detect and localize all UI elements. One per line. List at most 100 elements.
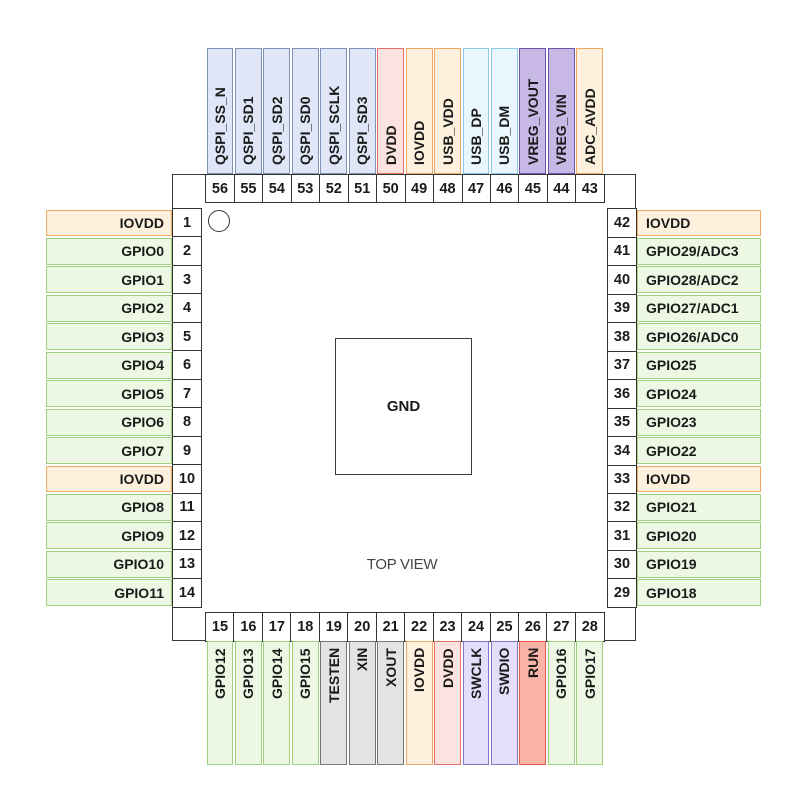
pin-number: 23 [432, 612, 463, 642]
pin-label: QSPI_SD0 [291, 48, 319, 174]
pin-number-text: 28 [581, 619, 598, 635]
pin-number: 52 [318, 174, 349, 203]
pin-number-text: 6 [182, 357, 192, 374]
pin-label: USB_VDD [434, 48, 462, 174]
pin-number-text: 25 [496, 619, 513, 635]
pin-number-text: 12 [178, 527, 196, 544]
pin-label-text: GPIO1 [121, 271, 164, 288]
pin-number-text: 44 [553, 180, 570, 197]
pin-label-text: GPIO11 [114, 584, 164, 601]
pin-number: 18 [290, 612, 321, 642]
pin-number: 38 [607, 321, 637, 352]
pin-label: GPIO6 [46, 408, 172, 436]
pin-label: GPIO5 [46, 380, 172, 408]
pin-label: SWCLK [462, 641, 490, 765]
pin-number: 48 [432, 174, 463, 203]
pin-label: GPIO16 [547, 641, 575, 765]
pin-label: GPIO26/ADC0 [637, 323, 761, 351]
pin-label-text: GPIO17 [581, 648, 598, 699]
pin-label: SWDIO [491, 641, 518, 765]
pin-label: GPIO4 [46, 351, 172, 379]
pin-number: 44 [546, 174, 577, 203]
pin-number: 13 [172, 549, 202, 580]
pin-label: GPIO20 [637, 522, 761, 550]
pin-number-text: 27 [553, 619, 570, 635]
pin-number: 15 [205, 612, 235, 642]
pin-number: 1 [172, 208, 202, 238]
pin-label-text: GPIO23 [646, 414, 697, 431]
pin-label-text: SWCLK [468, 647, 485, 699]
pin-number: 53 [290, 174, 321, 203]
pin-number-text: 42 [613, 214, 631, 231]
pin-number-text: 26 [524, 619, 541, 635]
pin-label-text: GPIO24 [646, 385, 697, 402]
pin-label: GPIO15 [291, 641, 319, 765]
pin-number-text: 8 [182, 414, 192, 431]
pin-label-text: GPIO8 [121, 499, 164, 516]
pin-label-text: GPIO3 [121, 328, 164, 345]
pin-label-text: GPIO21 [646, 499, 697, 516]
pin-label: GPIO23 [637, 408, 761, 436]
pin-label-text: GPIO29/ADC3 [646, 243, 739, 260]
pin-number: 14 [172, 577, 202, 608]
pin-label: GPIO18 [637, 579, 761, 607]
pin-number: 26 [517, 612, 548, 642]
pin-label: GPIO0 [46, 237, 172, 265]
pin-number-text: 19 [325, 619, 342, 635]
pin-label: GPIO11 [46, 579, 172, 607]
pin-number: 31 [607, 520, 637, 551]
pin-number: 55 [233, 174, 264, 203]
pin-label-text: XOUT [382, 648, 399, 687]
pin-number: 37 [607, 350, 637, 381]
pin-label: GPIO3 [46, 323, 172, 351]
pin-number-text: 33 [613, 471, 631, 488]
pin-number: 46 [489, 174, 520, 203]
pin-label: RUN [519, 641, 547, 765]
pin-label-text: QSPI_SD0 [297, 96, 314, 165]
pin-number: 4 [172, 293, 202, 324]
pin-label-text: GPIO12 [211, 648, 228, 699]
pin-number-text: 48 [439, 180, 456, 197]
pin-label-text: GPIO13 [240, 648, 257, 699]
pin-label-text: GPIO22 [646, 442, 697, 459]
pin-label-text: GPIO14 [268, 648, 285, 699]
pin-number: 51 [347, 174, 378, 203]
pin-number-text: 1 [182, 214, 192, 231]
pin-label-text: GPIO28/ADC2 [646, 271, 739, 288]
pin-label-text: QSPI_SD3 [354, 96, 371, 165]
pin-label: DVDD [434, 641, 462, 765]
pin-label-text: RUN [524, 647, 541, 678]
pin-number: 50 [375, 174, 406, 203]
pin-number: 33 [607, 464, 637, 494]
pin-label-text: GPIO26/ADC0 [646, 328, 739, 345]
pin-label: XOUT [377, 641, 405, 765]
pin-number: 56 [205, 174, 235, 203]
pin-number: 6 [172, 350, 202, 381]
pin-number: 49 [404, 174, 435, 203]
pin-label: ADC_AVDD [576, 48, 604, 174]
pin-number-text: 23 [439, 619, 456, 635]
pin-number-text: 40 [613, 271, 631, 288]
pin-number-text: 35 [613, 414, 631, 431]
pin-number-text: 53 [297, 180, 314, 197]
pin-number-text: 50 [382, 180, 399, 197]
pin-number: 30 [607, 549, 637, 580]
pin-label-text: GPIO20 [646, 527, 697, 544]
pin-number-text: 10 [178, 471, 196, 488]
pin-label: GPIO21 [637, 494, 761, 521]
pin-label-text: QSPI_SS_N [211, 87, 228, 165]
pin-number-text: 32 [613, 499, 631, 516]
pin-number: 16 [233, 612, 264, 642]
pin-number-text: 31 [613, 527, 631, 544]
pin-number: 19 [318, 612, 349, 642]
pin-number: 22 [404, 612, 435, 642]
pin-label-text: SWDIO [496, 647, 513, 695]
pin-label-text: USB_VDD [439, 98, 456, 165]
pin-label-text: QSPI_SD1 [240, 96, 257, 165]
pin-number: 7 [172, 378, 202, 409]
pin-number-text: 13 [178, 556, 196, 573]
pin-label-text: ADC_AVDD [581, 88, 598, 165]
pin-number-text: 36 [613, 385, 631, 402]
pin-number-text: 11 [179, 499, 195, 516]
pin-label: GPIO1 [46, 266, 172, 294]
